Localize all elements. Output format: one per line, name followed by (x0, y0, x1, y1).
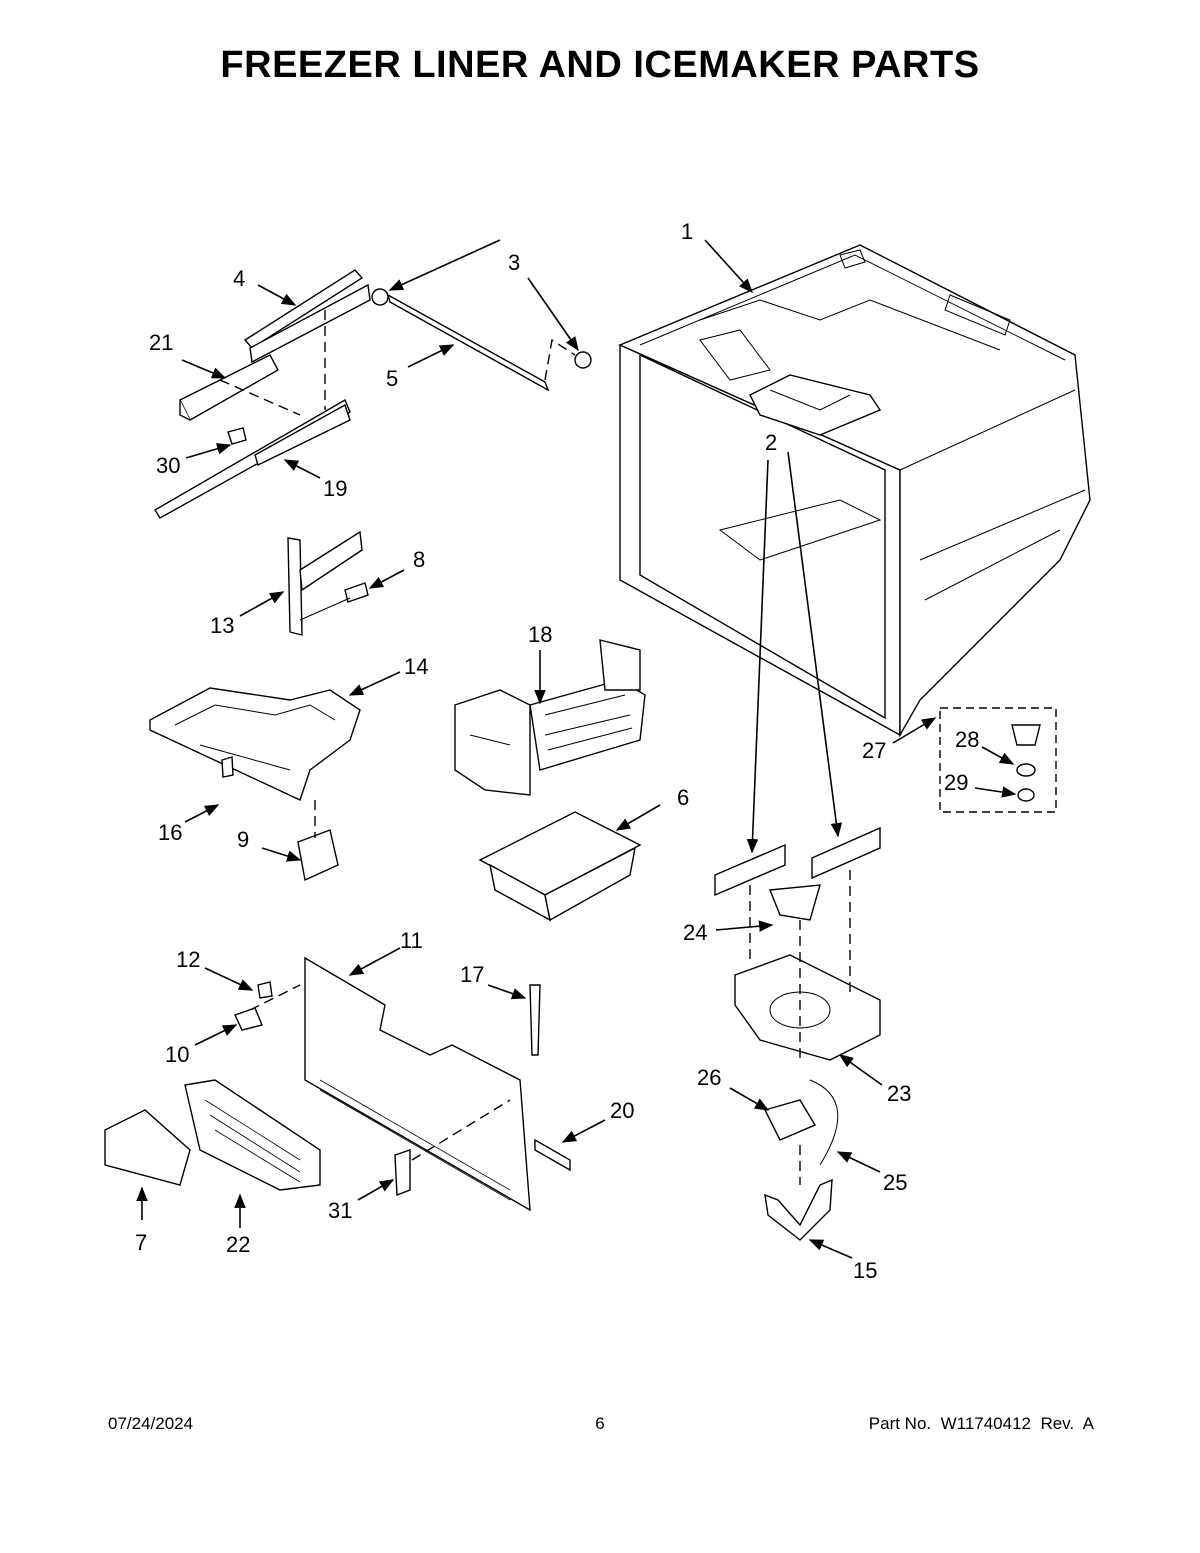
bracket-part (287, 530, 369, 636)
callout-18: 18 (528, 622, 552, 647)
leader-lines (136, 239, 1017, 1259)
callout-24: 24 (683, 920, 707, 945)
page-title: FREEZER LINER AND ICEMAKER PARTS (220, 44, 980, 86)
grille-parts (104, 1079, 321, 1191)
callout-3: 3 (508, 250, 520, 275)
callout-15: 15 (853, 1258, 877, 1283)
callout-10: 10 (165, 1042, 189, 1067)
callout-11: 11 (400, 928, 423, 953)
callout-8: 8 (413, 547, 425, 572)
callout-20: 20 (610, 1098, 634, 1123)
callout-22: 22 (226, 1232, 250, 1257)
fan-assembly-parts (714, 826, 881, 1241)
callout-19: 19 (323, 476, 347, 501)
rear-cover-part (234, 956, 571, 1212)
callout-29: 29 (944, 770, 968, 795)
icemaker-part (454, 639, 646, 796)
callout-14: 14 (404, 654, 428, 679)
callout-28: 28 (955, 727, 979, 752)
callout-13: 13 (210, 613, 234, 638)
callout-16: 16 (158, 820, 182, 845)
valve-kit-parts (939, 707, 1057, 813)
callout-1: 1 (681, 219, 693, 244)
callout-5: 5 (386, 366, 398, 391)
callout-26: 26 (697, 1065, 721, 1090)
callout-23: 23 (887, 1081, 911, 1106)
ice-housing-part (149, 687, 361, 882)
ice-bin-part (478, 811, 642, 922)
callout-6: 6 (677, 785, 689, 810)
footer-part-number: Part No. W11740412 Rev. A (868, 1414, 1094, 1433)
freezer-liner-part (618, 244, 1091, 738)
callout-12: 12 (176, 947, 200, 972)
callout-21: 21 (149, 330, 173, 355)
callout-4: 4 (233, 266, 245, 291)
callout-7: 7 (135, 1230, 147, 1255)
callout-2: 2 (765, 430, 777, 455)
rail-assembly-parts (154, 269, 371, 519)
callout-labels: 1 2 3 4 5 6 7 8 9 10 11 12 13 14 15 16 1… (135, 219, 979, 1283)
callout-31: 31 (328, 1198, 352, 1223)
footer-date: 07/24/2024 (108, 1414, 194, 1433)
callout-25: 25 (883, 1170, 907, 1195)
callout-27: 27 (862, 738, 886, 763)
callout-17: 17 (460, 962, 484, 987)
callout-30: 30 (156, 453, 180, 478)
footer-page-number: 6 (595, 1414, 605, 1433)
callout-9: 9 (237, 827, 249, 852)
shaft-and-gears-parts (371, 288, 592, 392)
